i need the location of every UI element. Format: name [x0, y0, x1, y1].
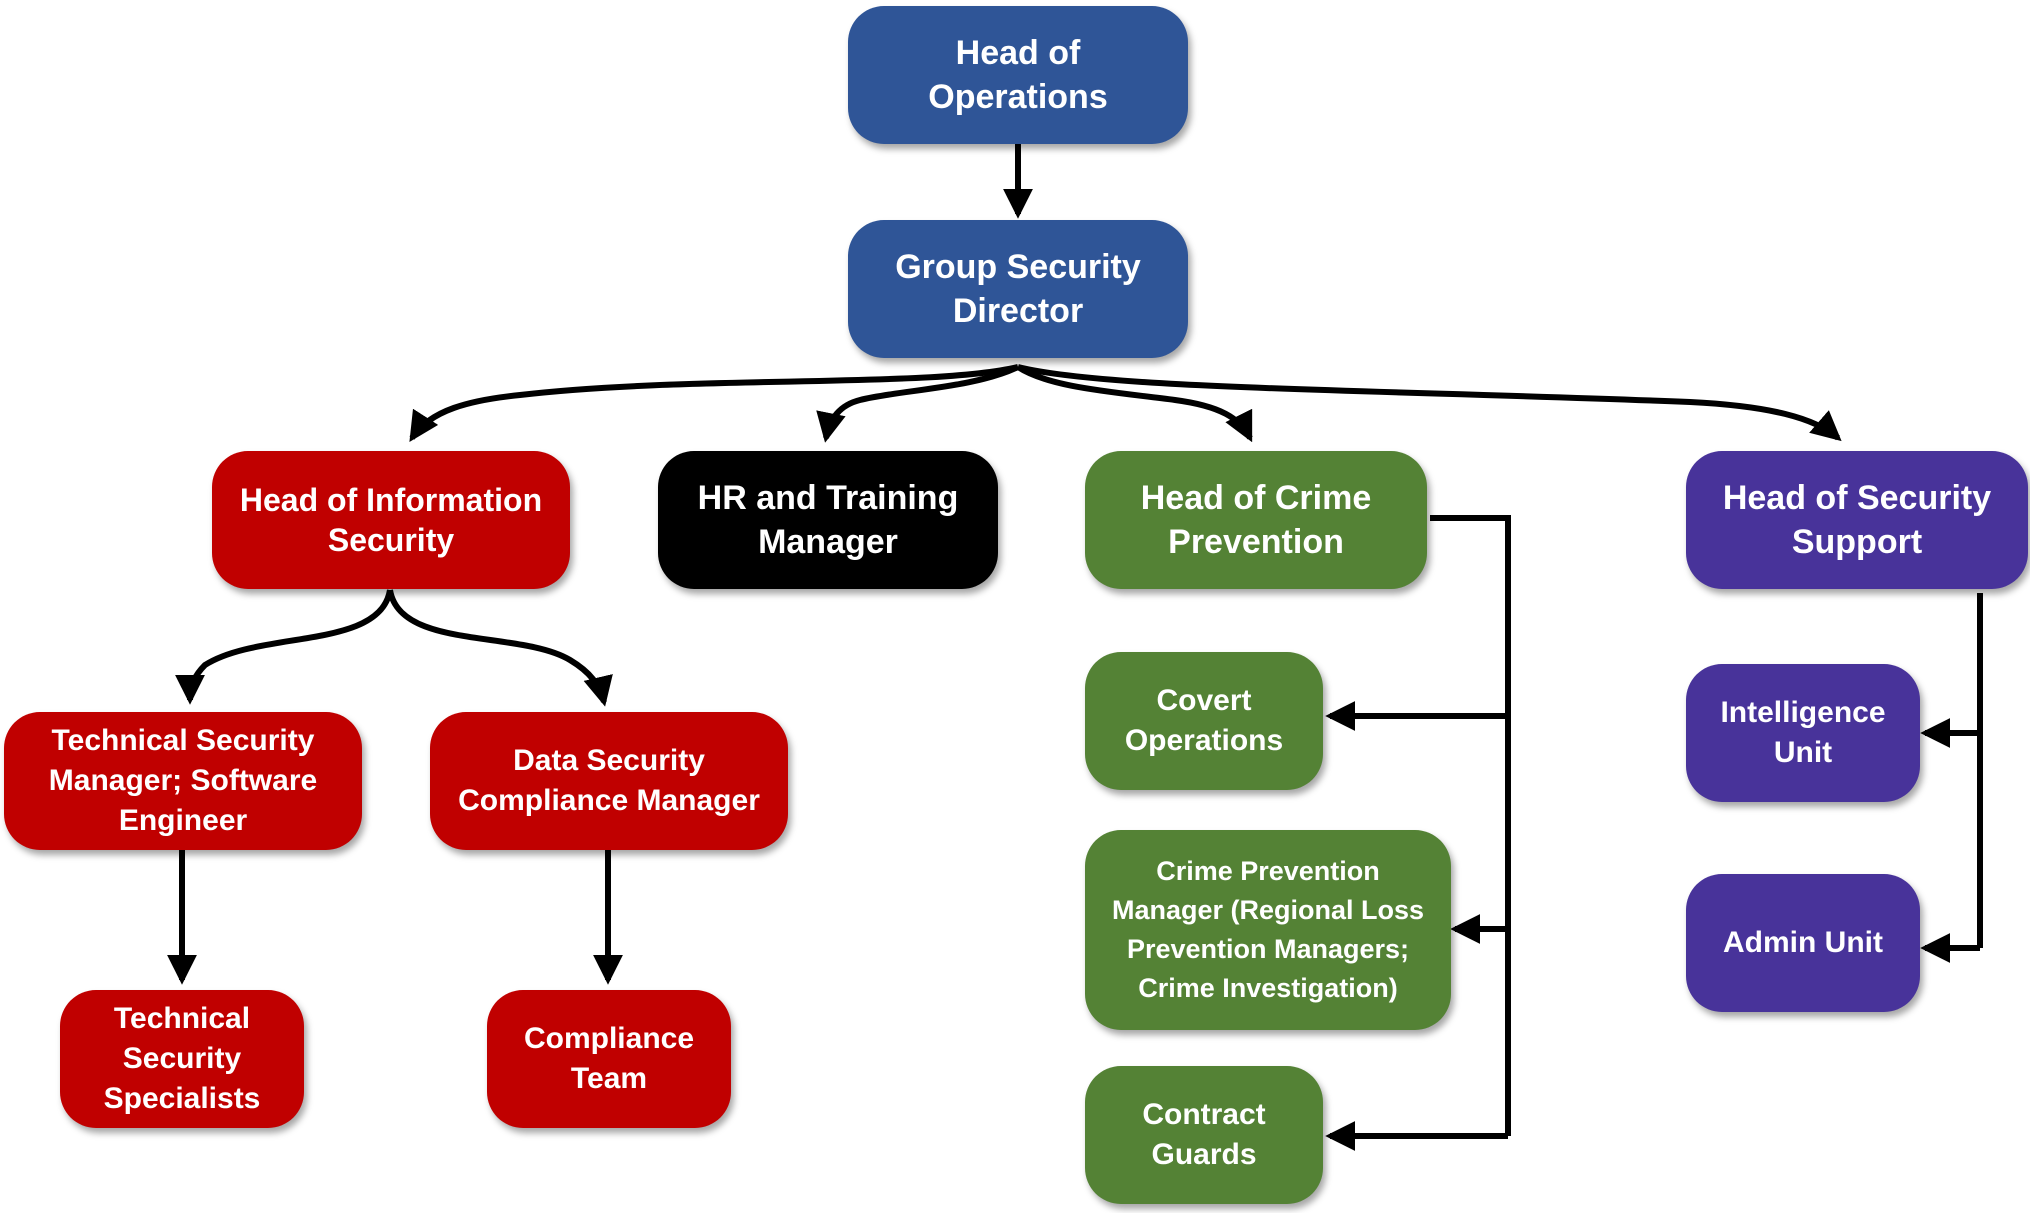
node-technical-security-specialists: Technical Security Specialists: [60, 990, 304, 1128]
arrow-director-to-crime-prevention: [1016, 364, 1253, 443]
node-compliance-team: Compliance Team: [487, 990, 731, 1128]
connector-crime-prevention-trunk: [1430, 515, 1511, 1136]
node-covert-operations: Covert Operations: [1085, 652, 1323, 790]
node-head-of-crime-prevention: Head of Crime Prevention: [1085, 451, 1427, 589]
node-label: Technical Security Specialists: [103, 1002, 261, 1115]
node-label: Covert Operations: [1124, 684, 1284, 757]
node-label: Crime Prevention Manager (Regional Loss …: [1111, 856, 1425, 1003]
node-head-of-information-security: Head of Information Security: [212, 451, 570, 589]
node-label: Admin Unit: [1723, 926, 1883, 959]
node-label: Intelligence Unit: [1720, 696, 1886, 769]
node-crime-prevention-manager: Crime Prevention Manager (Regional Loss …: [1085, 830, 1451, 1030]
node-label: Head of Operations: [928, 34, 1108, 116]
node-technical-security-manager: Technical Security Manager; Software Eng…: [4, 712, 362, 850]
node-label: Compliance Team: [523, 1022, 695, 1095]
node-label: Technical Security Manager; Software Eng…: [48, 724, 318, 837]
arrow-director-to-info-security: [409, 364, 1019, 443]
arrow-director-to-security-support: [1017, 364, 1842, 442]
node-hr-and-training-manager: HR and Training Manager: [658, 451, 998, 589]
node-label: Data Security Compliance Manager: [458, 744, 760, 817]
node-data-security-compliance-manager: Data Security Compliance Manager: [430, 712, 788, 850]
node-head-of-security-support: Head of Security Support: [1686, 451, 2028, 589]
node-contract-guards: Contract Guards: [1085, 1066, 1323, 1204]
node-label: Head of Information Security: [239, 482, 543, 558]
node-label: Contract Guards: [1142, 1098, 1266, 1171]
node-admin-unit: Admin Unit: [1686, 874, 1920, 1012]
node-group-security-director: Group Security Director: [848, 220, 1188, 358]
node-head-of-operations: Head of Operations: [848, 6, 1188, 144]
arrow-info-security-to-technical-manager: [175, 589, 393, 705]
node-intelligence-unit: Intelligence Unit: [1686, 664, 1920, 802]
arrow-info-security-to-data-compliance: [387, 589, 613, 707]
arrow-director-to-hr: [816, 364, 1020, 443]
node-label: Head of Security Support: [1722, 479, 1992, 561]
node-label: Head of Crime Prevention: [1140, 479, 1372, 561]
node-label: HR and Training Manager: [697, 479, 959, 561]
node-label: Group Security Director: [895, 248, 1141, 330]
